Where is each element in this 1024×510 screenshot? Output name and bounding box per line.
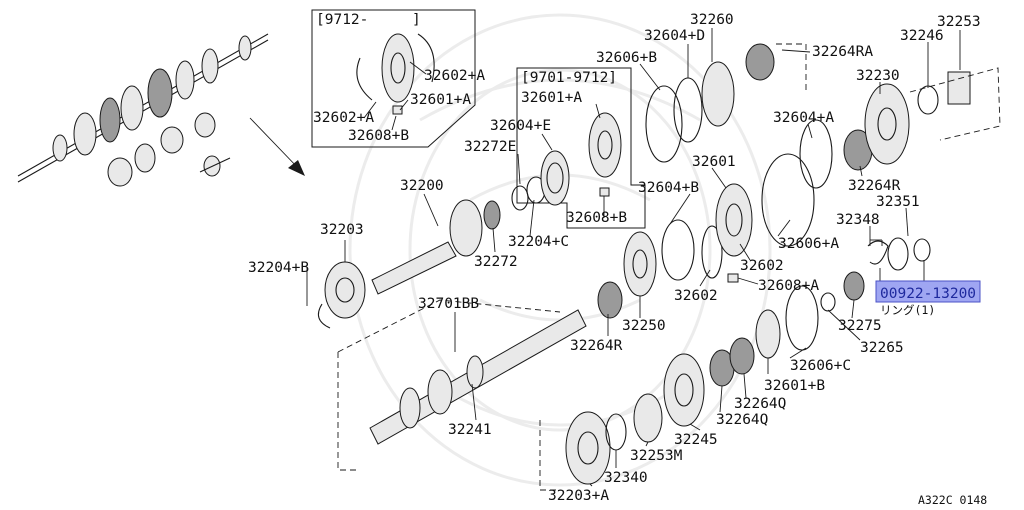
label-32204-b[interactable]: 32204+B — [248, 260, 309, 276]
main-shaft-upper-gears — [645, 43, 1001, 247]
input-shaft — [317, 150, 570, 329]
inset-box-a: [9712- ] — [311, 9, 476, 148]
label-32264q-lower[interactable]: 32264Q — [716, 412, 768, 428]
label-32606-b[interactable]: 32606+B — [596, 50, 657, 66]
label-32230[interactable]: 32230 — [856, 68, 900, 84]
label-32265[interactable]: 32265 — [860, 340, 904, 356]
label-32203-a[interactable]: 32203+A — [548, 488, 609, 504]
label-32204-c[interactable]: 32204+C — [508, 234, 569, 250]
pointer-arrow — [249, 117, 305, 176]
inset-a-bracket: ] — [412, 12, 421, 28]
highlight-subtitle: リング(1) — [880, 303, 935, 317]
label-32604-a[interactable]: 32604+A — [773, 110, 834, 126]
label-32608-b-mid[interactable]: 32608+B — [566, 210, 627, 226]
label-32253m[interactable]: 32253M — [630, 448, 683, 464]
label-32203[interactable]: 32203 — [320, 222, 364, 238]
part-labels: 32260 32253 32604+D 32606+B 32264RA 3224… — [248, 12, 981, 504]
label-32701bb[interactable]: 32701BB — [418, 296, 479, 312]
label-32602-a-right[interactable]: 32602+A — [424, 68, 485, 84]
label-32608-b-inset[interactable]: 32608+B — [348, 128, 409, 144]
label-32601[interactable]: 32601 — [692, 154, 736, 170]
label-32275[interactable]: 32275 — [838, 318, 882, 334]
label-32260[interactable]: 32260 — [690, 12, 734, 28]
label-32601-b[interactable]: 32601+B — [764, 378, 825, 394]
label-32250[interactable]: 32250 — [622, 318, 666, 334]
label-32604-e[interactable]: 32604+E — [490, 118, 551, 134]
counter-lower-gears — [539, 271, 865, 491]
background-watermark — [348, 13, 772, 487]
synchro-assembly — [597, 183, 931, 319]
label-32601-a-mid[interactable]: 32601+A — [521, 90, 582, 106]
label-32348[interactable]: 32348 — [836, 212, 880, 228]
label-32241[interactable]: 32241 — [448, 422, 492, 438]
highlighted-part[interactable]: 00922-13200 リング(1) — [875, 280, 981, 317]
leader-lines — [306, 28, 961, 487]
figure-code: A322C 0148 — [918, 493, 987, 507]
label-32340[interactable]: 32340 — [604, 470, 648, 486]
label-32272e[interactable]: 32272E — [464, 139, 516, 155]
label-32608-a[interactable]: 32608+A — [758, 278, 819, 294]
counter-shaft — [337, 299, 587, 471]
label-32264r-lower[interactable]: 32264R — [570, 338, 623, 354]
highlight-part-number[interactable]: 00922-13200 — [880, 286, 976, 302]
label-32245[interactable]: 32245 — [674, 432, 718, 448]
label-32264q-upper[interactable]: 32264Q — [734, 396, 786, 412]
label-32606-a[interactable]: 32606+A — [778, 236, 839, 252]
label-32602-a-left[interactable]: 32602+A — [313, 110, 374, 126]
highlight-box[interactable] — [875, 280, 981, 303]
label-32606-c[interactable]: 32606+C — [790, 358, 851, 374]
label-32602-upper[interactable]: 32602 — [740, 258, 784, 274]
label-32246[interactable]: 32246 — [900, 28, 944, 44]
label-32253[interactable]: 32253 — [937, 14, 981, 30]
label-32351[interactable]: 32351 — [876, 194, 920, 210]
label-32601-a-inset[interactable]: 32601+A — [410, 92, 471, 108]
overview-assembly — [17, 33, 269, 187]
label-32602-lower[interactable]: 32602 — [674, 288, 718, 304]
label-32264ra[interactable]: 32264RA — [812, 44, 873, 60]
label-32604-b[interactable]: 32604+B — [638, 180, 699, 196]
label-32200[interactable]: 32200 — [400, 178, 444, 194]
label-32272[interactable]: 32272 — [474, 254, 518, 270]
label-32264r[interactable]: 32264R — [848, 178, 901, 194]
label-32604-d[interactable]: 32604+D — [644, 28, 705, 44]
inset-b-code: [9701-9712] — [521, 70, 617, 86]
inset-a-code: [9712- — [316, 12, 368, 28]
